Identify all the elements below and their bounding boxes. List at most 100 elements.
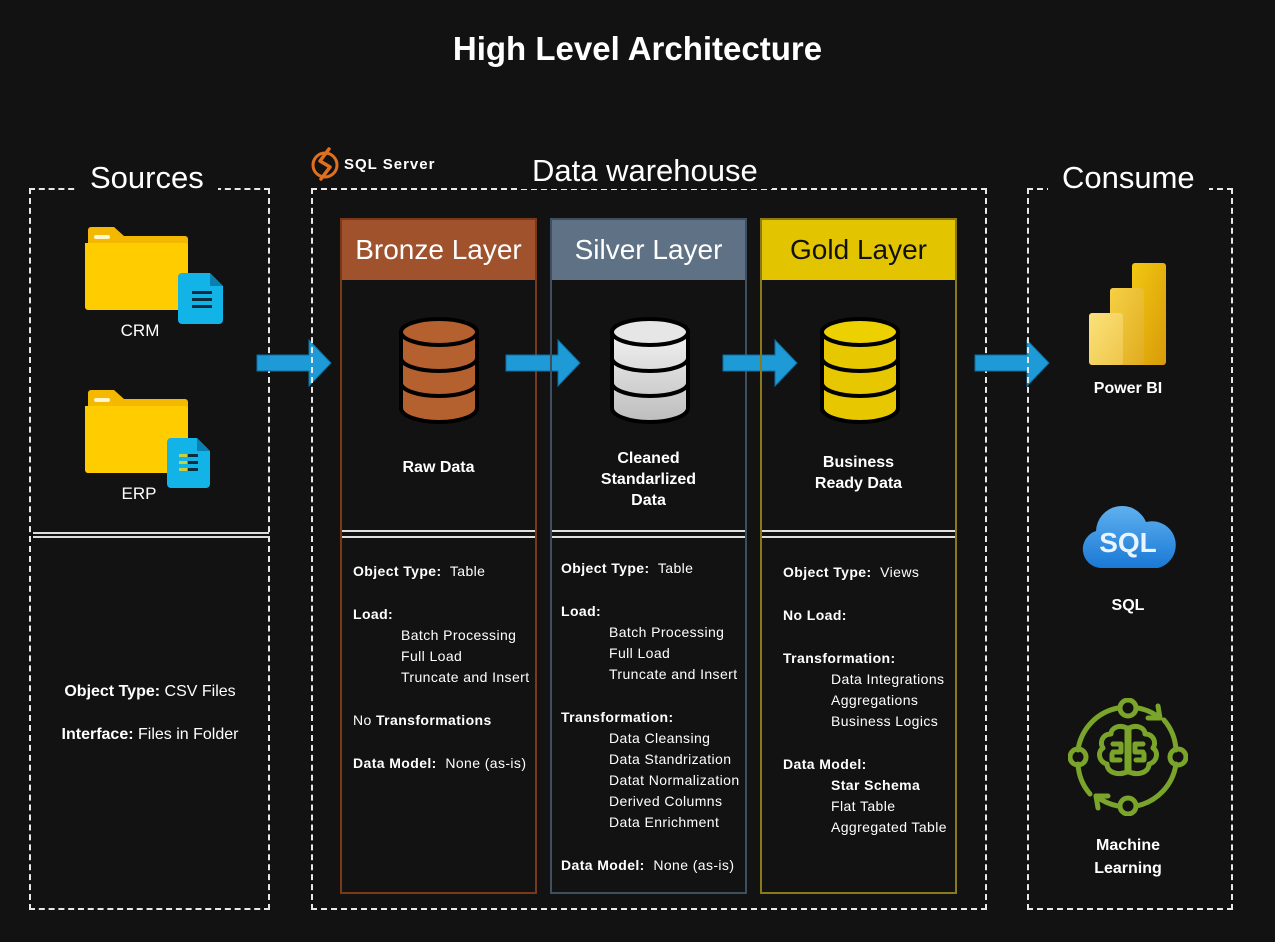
caption-line: Ready Data bbox=[814, 475, 903, 492]
silver-caption: Cleaned Standarlized Data bbox=[552, 448, 745, 511]
power-bi-label: Power BI bbox=[1093, 380, 1163, 397]
svg-text:SQL: SQL bbox=[1099, 527, 1157, 558]
detail-row: Data Model: None (as-is) bbox=[561, 855, 740, 876]
erp-label: ERP bbox=[121, 484, 157, 503]
interface-value: Files in Folder bbox=[138, 726, 239, 743]
bronze-layer: Bronze Layer Raw Data Object Type: Table… bbox=[340, 218, 537, 894]
warehouse-title: Data warehouse bbox=[518, 153, 772, 189]
detail-row: Object Type: Views bbox=[783, 562, 947, 583]
detail-item: Full Load bbox=[401, 648, 463, 664]
database-icon bbox=[820, 317, 900, 424]
gold-divider bbox=[762, 530, 955, 538]
ml-label-text: Machine Learning bbox=[1094, 837, 1162, 877]
gold-layer-title: Gold Layer bbox=[790, 234, 927, 265]
sql-server-label: SQL Server bbox=[344, 155, 436, 173]
bronze-database bbox=[398, 316, 480, 424]
spacer bbox=[783, 626, 947, 648]
ml-label: Machine Learning bbox=[1058, 834, 1198, 880]
spacer bbox=[353, 582, 529, 604]
detail-key: Data Model: bbox=[353, 755, 437, 771]
detail-row: Object Type: Table bbox=[561, 558, 740, 579]
gold-database bbox=[819, 316, 901, 424]
detail-item: Data Integrations bbox=[831, 671, 945, 687]
database-icon bbox=[610, 317, 690, 424]
sql-label: SQL bbox=[1111, 597, 1145, 614]
arrow-right-icon bbox=[505, 338, 581, 388]
spacer bbox=[353, 688, 529, 710]
detail-item: Star Schema bbox=[831, 777, 921, 793]
sql-cloud-icon: SQL bbox=[1082, 505, 1176, 568]
detail-value: Views bbox=[880, 564, 920, 580]
page-title: High Level Architecture bbox=[452, 30, 823, 67]
database-icon bbox=[399, 317, 479, 424]
gold-caption: Business Ready Data bbox=[762, 452, 955, 494]
sources-divider bbox=[33, 532, 269, 538]
detail-item: Data Cleansing bbox=[609, 730, 711, 746]
bronze-layer-title: Bronze Layer bbox=[355, 234, 522, 265]
spacer bbox=[783, 732, 947, 754]
interface-row: Interface: Files in Folder bbox=[30, 713, 270, 756]
detail-item: Full Load bbox=[609, 645, 671, 661]
detail-key: Data Model: bbox=[561, 857, 645, 873]
detail-item: Batch Processing bbox=[401, 627, 517, 643]
erp-source bbox=[84, 388, 229, 490]
detail-heading: Transformation: bbox=[561, 709, 674, 725]
caption-line: Data bbox=[631, 492, 666, 509]
folder-document-icon bbox=[85, 390, 210, 488]
caption-line: Business bbox=[822, 454, 895, 471]
bronze-layer-header: Bronze Layer bbox=[342, 220, 535, 280]
spacer bbox=[353, 731, 529, 753]
bronze-caption: Raw Data bbox=[342, 457, 535, 478]
caption-line: Standarlized bbox=[600, 471, 697, 488]
sources-title: Sources bbox=[76, 160, 218, 196]
power-bi-consumer bbox=[1088, 262, 1168, 366]
flow-arrow bbox=[505, 338, 581, 388]
detail-row: Object Type: Table bbox=[353, 561, 529, 582]
detail-key: Transformations bbox=[376, 712, 492, 728]
detail-item: Derived Columns bbox=[609, 793, 723, 809]
sql-consumer: SQL bbox=[1080, 500, 1176, 572]
warehouse-panel bbox=[311, 188, 987, 910]
detail-heading: Data Model: bbox=[783, 756, 867, 772]
detail-value: No bbox=[353, 712, 372, 728]
detail-key: Object Type: bbox=[561, 560, 650, 576]
sql-server-badge: SQL Server bbox=[306, 146, 444, 182]
detail-item: Business Logics bbox=[831, 713, 939, 729]
folder-document-icon bbox=[85, 227, 223, 324]
detail-value: None (as-is) bbox=[445, 755, 527, 771]
machine-learning-icon bbox=[1068, 698, 1188, 816]
detail-row: No Transformations bbox=[353, 710, 529, 731]
detail-key: Object Type: bbox=[353, 563, 442, 579]
gold-layer: Gold Layer Business Ready Data Object Ty… bbox=[760, 218, 957, 894]
silver-layer-header: Silver Layer bbox=[552, 220, 745, 280]
detail-heading: Load: bbox=[561, 603, 602, 619]
detail-item: Truncate and Insert bbox=[609, 666, 738, 682]
power-bi-icon bbox=[1089, 263, 1166, 365]
crm-source bbox=[84, 225, 229, 325]
caption-line: Cleaned bbox=[617, 450, 680, 467]
object-type-value: CSV Files bbox=[164, 683, 236, 700]
spacer bbox=[561, 579, 740, 601]
detail-key: Object Type: bbox=[783, 564, 872, 580]
spacer bbox=[561, 685, 740, 707]
spacer bbox=[561, 833, 740, 855]
detail-row: Data Model: None (as-is) bbox=[353, 753, 529, 774]
consume-title: Consume bbox=[1048, 160, 1209, 196]
sql-server-icon bbox=[311, 147, 339, 181]
detail-value: Table bbox=[449, 563, 486, 579]
detail-item: Data Enrichment bbox=[609, 814, 720, 830]
gold-layer-header: Gold Layer bbox=[762, 220, 955, 280]
object-type-row: Object Type: CSV Files bbox=[30, 670, 270, 713]
detail-heading: Load: bbox=[353, 606, 394, 622]
object-type-key: Object Type: bbox=[64, 683, 161, 700]
silver-divider bbox=[552, 530, 745, 538]
detail-heading: No Load: bbox=[783, 607, 847, 623]
spacer bbox=[783, 583, 947, 605]
silver-layer: Silver Layer Cleaned Standarlized Data O… bbox=[550, 218, 747, 894]
detail-item: Aggregations bbox=[831, 692, 919, 708]
detail-item: Datat Normalization bbox=[609, 772, 740, 788]
caption-line: Raw Data bbox=[402, 459, 475, 476]
